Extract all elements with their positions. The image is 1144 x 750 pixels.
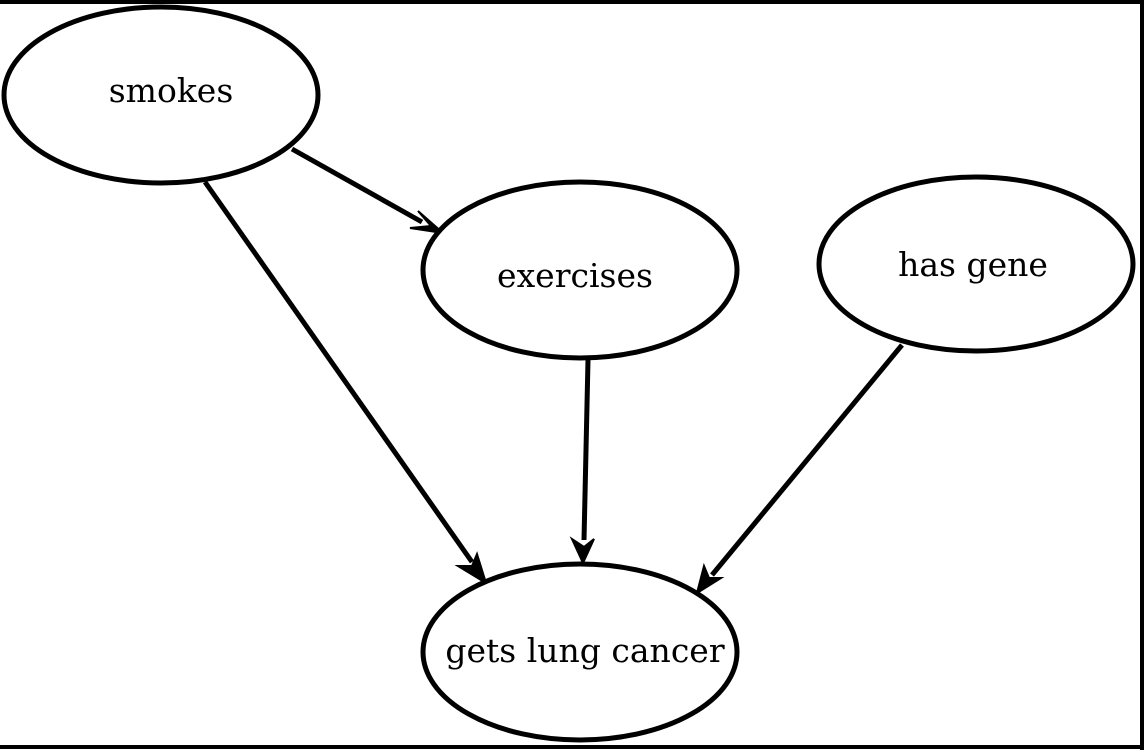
edges [202,146,904,596]
arrowhead [695,562,725,596]
node-label-has-gene: has gene [898,245,1048,284]
arrowhead [569,536,595,566]
node-label-smokes: smokes [109,71,234,110]
node-ellipse [420,179,740,361]
edge-smokes-to-lung-cancer [202,180,488,586]
node-exercises: exercises [420,179,740,361]
node-label-lung-cancer: gets lung cancer [445,631,724,670]
node-ellipse [1,4,321,186]
edge-smokes-to-exercises [290,146,447,235]
edge-has-gene-to-lung-cancer [695,343,904,596]
node-label-exercises: exercises [497,256,653,295]
node-has-gene: has gene [816,174,1136,354]
node-ellipse [420,561,740,743]
arrowhead [454,551,488,586]
node-lung-cancer: gets lung cancer [420,561,740,743]
edge-exercises-to-lung-cancer [569,359,595,566]
arrowhead [409,210,447,235]
node-ellipse [816,174,1136,354]
node-smokes: smokes [1,4,321,186]
